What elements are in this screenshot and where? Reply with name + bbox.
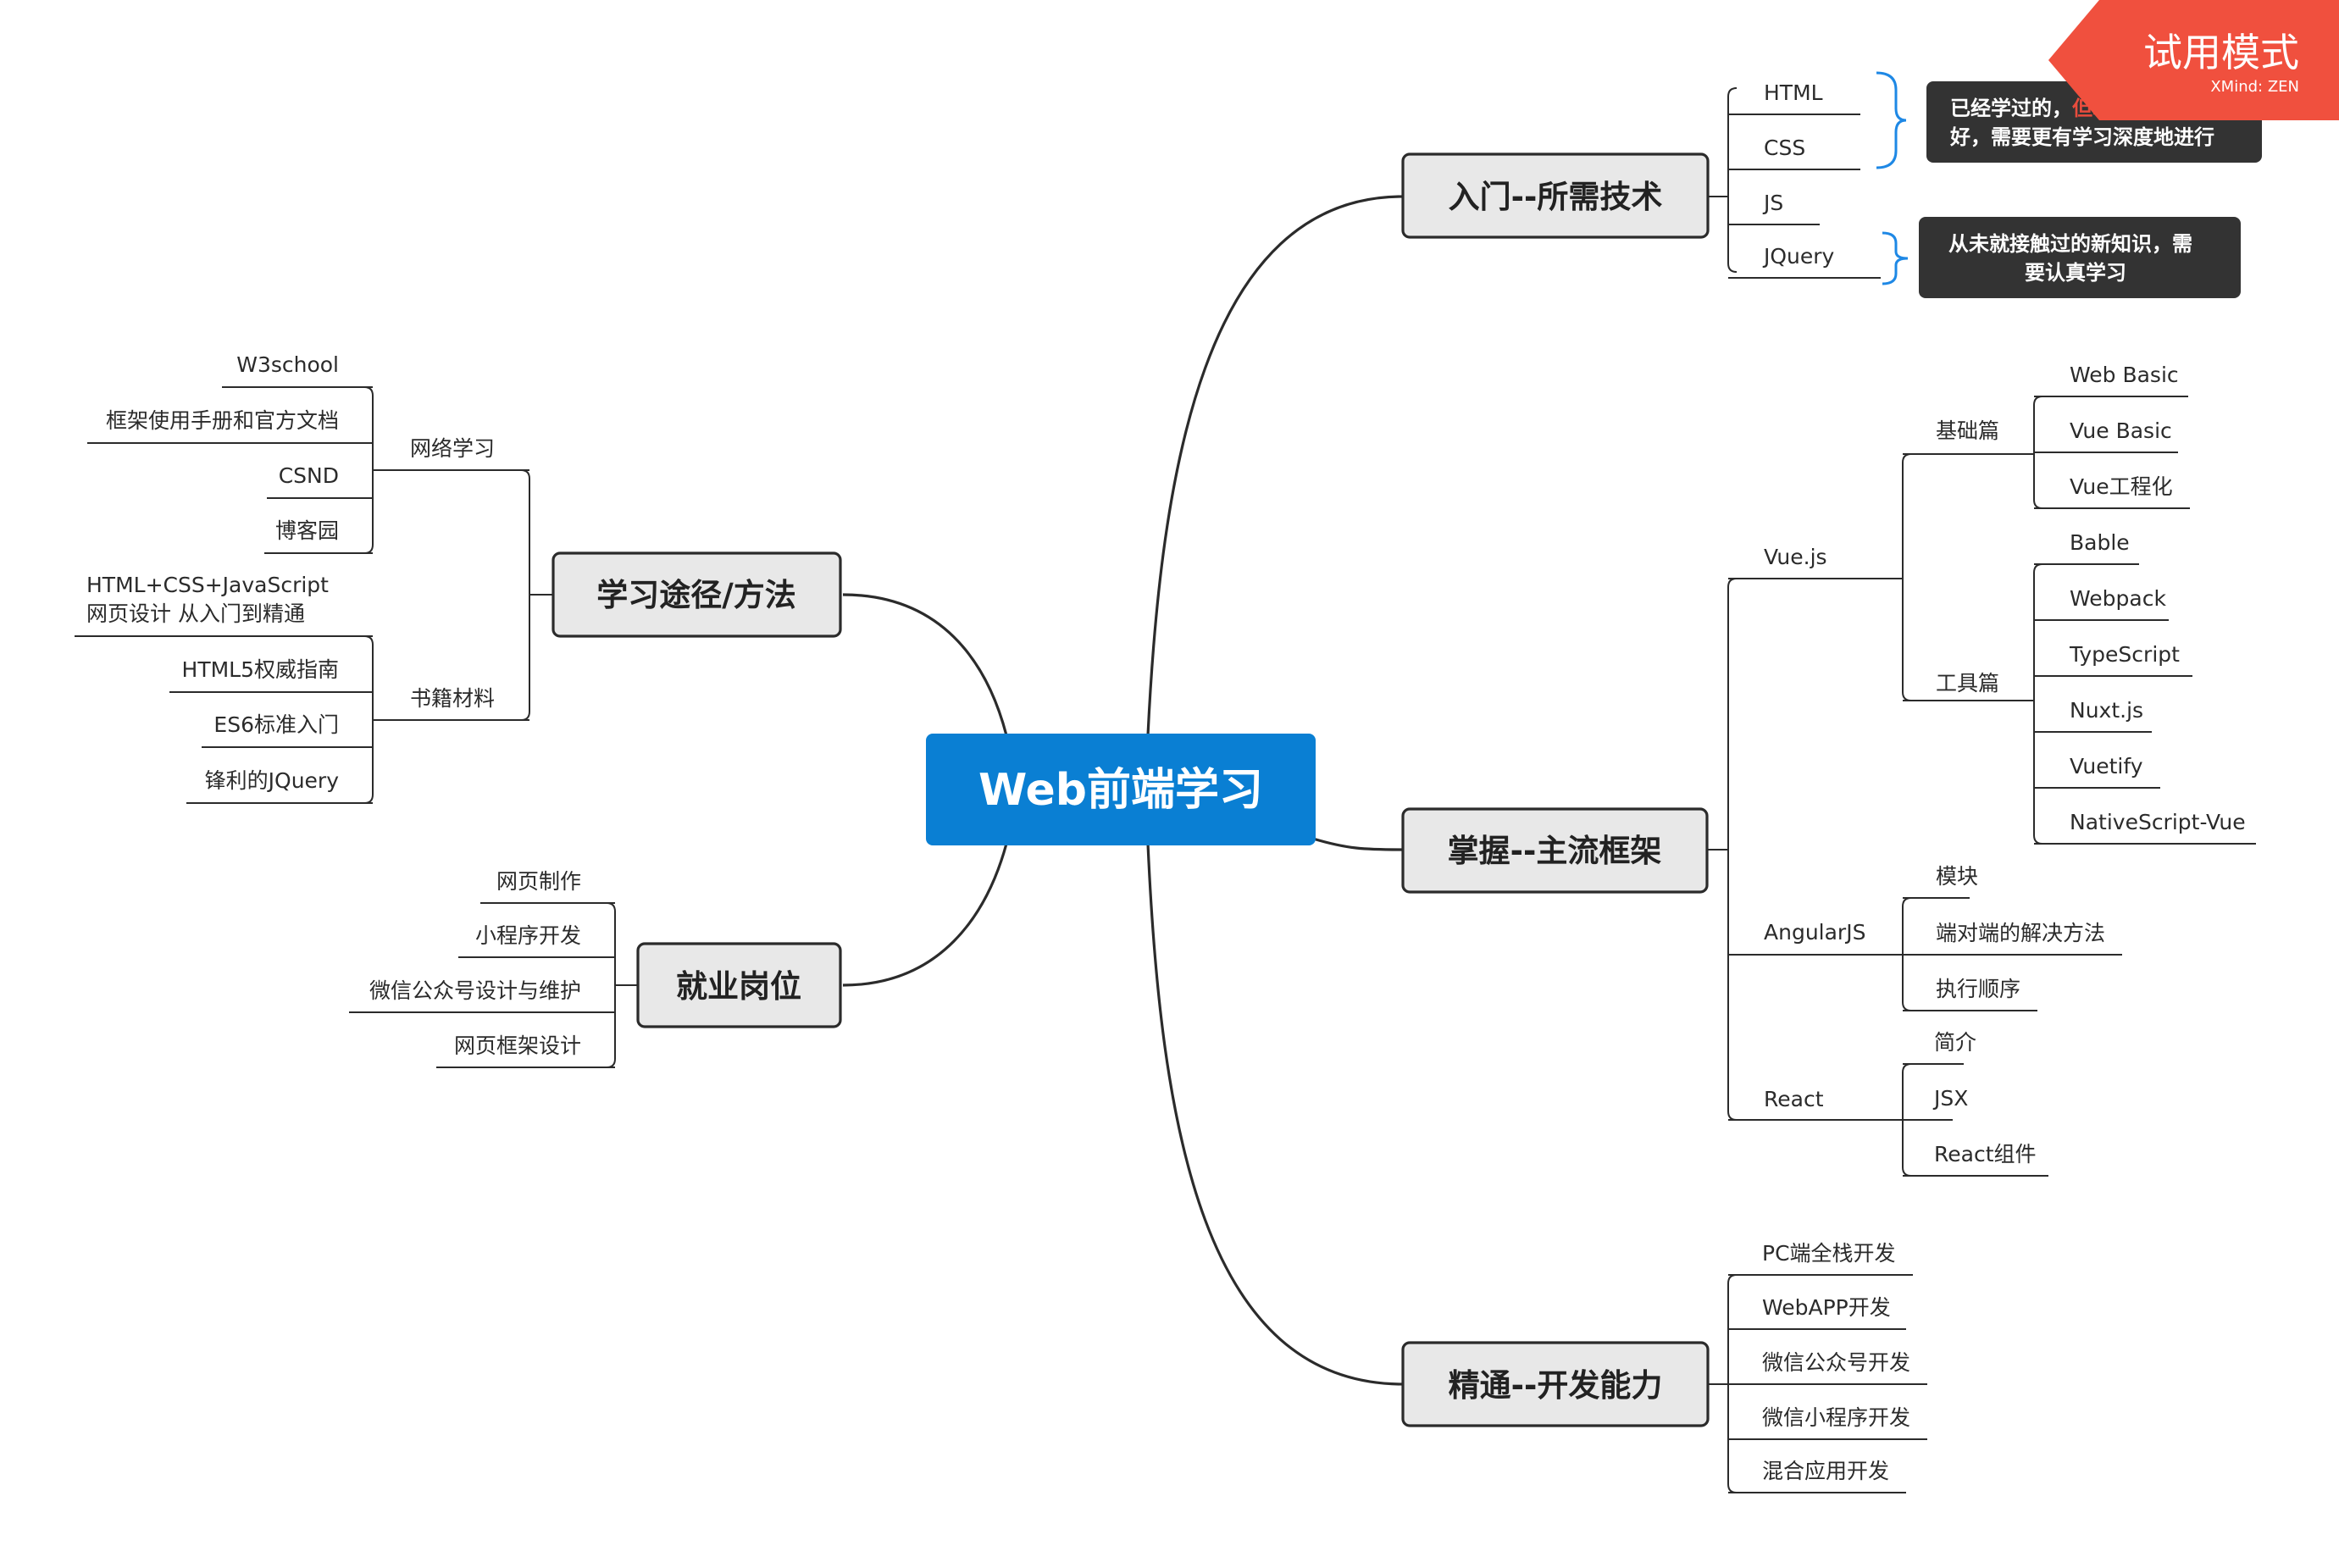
jobs-item: 网页框架设计 [454,1033,581,1058]
mastery-item: WebAPP开发 [1762,1295,1891,1320]
mastery-branch: PC端全栈开发 WebAPP开发 微信公众号开发 微信小程序开发 混合应用开发 [1708,1241,1927,1493]
vue-tools-item: Vuetify [2070,754,2143,778]
brace-known-icon [1876,71,1907,169]
react-item: JSX [1932,1086,1968,1111]
jobs-topic[interactable]: 就业岗位 [636,942,842,1028]
learning-book-item: 锋利的JQuery [205,768,340,793]
angular-item: 执行顺序 [1936,977,2020,1001]
framework-vue-label: Vue.js [1764,545,1827,569]
jobs-item: 小程序开发 [475,923,581,948]
jobs-item: 微信公众号设计与维护 [369,978,581,1003]
jobs-branch: 网页制作 小程序开发 微信公众号设计与维护 网页框架设计 [349,869,637,1068]
react-item: 简介 [1934,1030,1976,1055]
frameworks-topic-label: 掌握--主流框架 [1448,833,1662,869]
connector-mastery [1146,843,1404,1386]
vue-tools-item: NativeScript-Vue [2070,810,2246,834]
connector-jobs [842,843,1008,987]
note-new-line2: 要认真学习 [2025,261,2126,285]
framework-react-label: React [1764,1087,1824,1111]
connector-learning [842,593,1008,736]
vue-basic-item: Vue工程化 [2070,474,2173,499]
central-topic[interactable]: Web前端学习 [926,734,1316,845]
learning-topic[interactable]: 学习途径/方法 [551,551,842,638]
mastery-item: 微信公众号开发 [1762,1350,1910,1375]
learning-topic-label: 学习途径/方法 [596,577,796,613]
trial-mode-badge: 试用模式 XMind: ZEN [2048,0,2339,120]
jobs-topic-label: 就业岗位 [676,968,801,1005]
mastery-item: PC端全栈开发 [1762,1241,1896,1266]
connector-intro [1146,195,1404,736]
learning-book-item-line2: 网页设计 从入门到精通 [86,601,305,626]
note-new-line1: 从未就接触过的新知识，需 [1948,232,2192,256]
intro-item-js: JS [1762,191,1783,215]
learning-book-item-line1: HTML+CSS+JavaScript [86,573,329,597]
learning-branch: 网络学习 书籍材料 W3school 框架使用手册和官方文档 CSND 博客园 … [75,352,553,804]
vue-basic-item: Web Basic [2070,363,2179,387]
intro-topic-label: 入门--所需技术 [1449,179,1663,215]
learning-web-item: W3school [236,352,339,377]
frameworks-topic[interactable]: 掌握--主流框架 [1401,807,1709,894]
learning-books-label: 书籍材料 [410,686,495,711]
vue-tools-item: TypeScript [2069,642,2180,667]
vue-tools-group-label: 工具篇 [1936,671,1999,695]
vue-tools-item: Nuxt.js [2070,698,2143,723]
learning-book-item: HTML5权威指南 [182,657,339,682]
trial-mode-brand: XMind: ZEN [2210,78,2299,96]
intro-branch: HTML CSS JS JQuery [1708,80,1881,279]
learning-web-label: 网络学习 [410,436,495,461]
react-item: React组件 [1934,1142,2037,1166]
vue-tools-item: Bable [2070,530,2130,555]
learning-web-item: 博客园 [275,518,339,543]
mastery-topic[interactable]: 精通--开发能力 [1401,1341,1710,1427]
note-known-line1-pre: 已经学过的， [1950,97,2072,120]
angular-item: 端对端的解决方法 [1936,921,2105,945]
framework-angular-label: AngularJS [1764,920,1865,945]
angular-item: 模块 [1936,864,1978,889]
trial-mode-label: 试用模式 [2143,30,2299,75]
note-known-line2: 好，需要更有学习深度地进行 [1949,125,2214,149]
connector-frameworks [1312,837,1404,851]
intro-item-jquery: JQuery [1762,244,1835,269]
brace-new-icon [1882,231,1909,285]
intro-item-html: HTML [1764,80,1823,105]
jobs-item: 网页制作 [496,869,581,894]
learning-web-item: 框架使用手册和官方文档 [106,408,339,433]
vue-tools-item: Webpack [2070,586,2166,611]
learning-web-item: CSND [279,463,339,488]
mastery-item: 微信小程序开发 [1762,1405,1910,1430]
mastery-topic-label: 精通--开发能力 [1449,1367,1663,1404]
vue-basic-item: Vue Basic [2070,418,2172,443]
central-topic-label: Web前端学习 [978,765,1263,816]
learning-book-item: ES6标准入门 [213,712,339,737]
vue-basic-group-label: 基础篇 [1936,418,1999,443]
intro-item-css: CSS [1764,136,1805,160]
intro-topic[interactable]: 入门--所需技术 [1401,152,1710,239]
note-new-knowledge: 从未就接触过的新知识，需 要认真学习 [1919,217,2241,298]
frameworks-branch: Vue.js AngularJS React 基础篇 工具篇 Web Basic… [1707,363,2256,1177]
mastery-item: 混合应用开发 [1762,1459,1889,1483]
